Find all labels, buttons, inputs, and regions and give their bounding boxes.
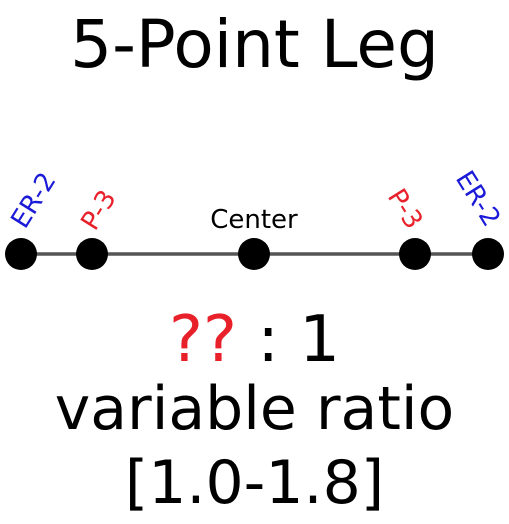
ratio-range: [1.0-1.8] (124, 448, 385, 518)
point-left-p (76, 238, 108, 270)
label-center: Center (210, 205, 298, 235)
ratio-separator: : (236, 303, 300, 377)
ratio-line: ?? : 1 (0, 300, 509, 380)
point-center (238, 238, 270, 270)
label-right-p: P-3 (381, 184, 428, 235)
label-left-er: ER-2 (5, 167, 62, 233)
leg-diagram: ER-2 P-3 Center P-3 ER-2 (5, 166, 506, 270)
ratio-description: variable ratio (54, 374, 455, 444)
label-left-p: P-3 (75, 185, 122, 236)
point-right-p (399, 238, 431, 270)
ratio-value: 1 (299, 303, 340, 377)
point-left-er (5, 238, 37, 270)
ratio-unknown: ?? (169, 303, 237, 377)
label-right-er: ER-2 (449, 166, 506, 232)
point-right-er (472, 238, 504, 270)
diagram-title: 5-Point Leg (70, 6, 439, 83)
